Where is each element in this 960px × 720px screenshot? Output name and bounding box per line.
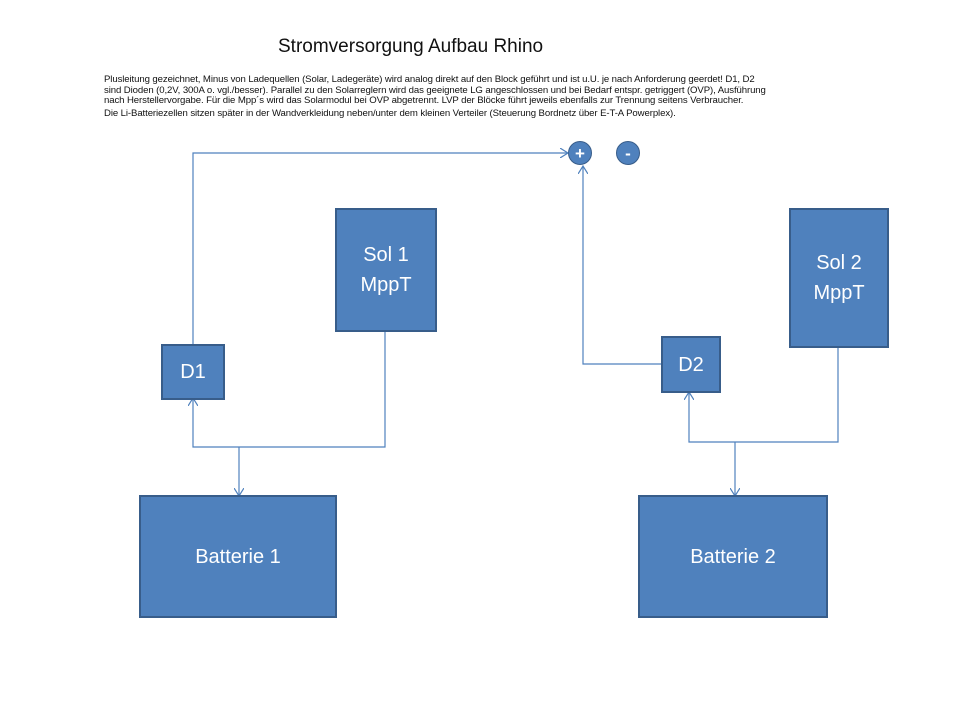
- description-line: Die Li-Batteriezellen sitzen später in d…: [104, 107, 676, 119]
- sol2-label: Sol 2: [816, 252, 862, 274]
- diode-d2-box: D2: [661, 336, 721, 393]
- description-line: nach Herstellervorgabe. Für die Mpp´s wi…: [104, 95, 744, 106]
- plus-terminal: +: [568, 141, 592, 165]
- sol2-mppt-box: Sol 2 MppT: [789, 208, 889, 348]
- description-line: Plusleitung gezeichnet, Minus von Ladequ…: [104, 74, 755, 85]
- sol2-sublabel: MppT: [813, 282, 865, 304]
- description: Plusleitung gezeichnet, Minus von Ladequ…: [104, 74, 894, 119]
- battery1-box: Batterie 1: [139, 495, 337, 618]
- wire-sol2-to-d2: [689, 347, 839, 443]
- minus-terminal: -: [616, 141, 640, 165]
- diagram-title: Stromversorgung Aufbau Rhino: [278, 36, 544, 57]
- wire-sol1-to-d1: [193, 331, 386, 448]
- wire-d2-to-plus: [583, 167, 662, 365]
- diode-d1-box: D1: [161, 344, 225, 400]
- description-line: sind Dioden (0,2V, 300A o. vgl./besser).…: [104, 84, 766, 96]
- battery2-box: Batterie 2: [638, 495, 828, 618]
- wire-d1-to-plus: [192, 153, 567, 345]
- sol1-sublabel: MppT: [360, 274, 412, 296]
- sol1-mppt-box: Sol 1 MppT: [335, 208, 437, 332]
- sol1-label: Sol 1: [363, 244, 409, 266]
